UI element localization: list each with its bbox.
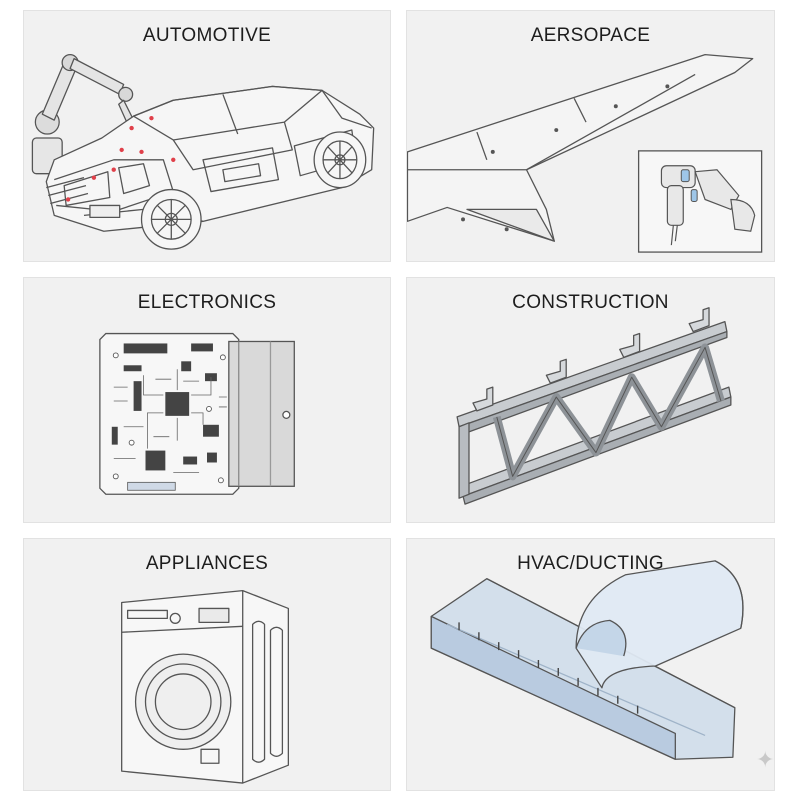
panel-title-electronics: ELECTRONICS	[137, 292, 277, 313]
panel-hvac: HVAC/DUCTING	[406, 538, 775, 791]
robot-arm-icon	[31, 54, 135, 175]
car-frame-icon	[31, 54, 375, 250]
circuit-board-icon	[99, 332, 295, 495]
panel-title-hvac: HVAC/DUCTING	[517, 553, 664, 574]
panel-construction: CONSTRUCTION	[406, 277, 775, 523]
panel-title-automotive: AUTOMOTIVE	[142, 25, 272, 46]
panel-aerospace: AERSOPACE	[406, 10, 775, 262]
panel-title-construction: CONSTRUCTION	[512, 292, 669, 313]
panel-title-aerospace: AERSOPACE	[530, 25, 651, 46]
panel-appliances: APPLIANCES	[23, 538, 391, 791]
panel-automotive: AUTOMOTIVE	[23, 10, 391, 262]
wing-icon	[407, 54, 763, 253]
panel-title-appliances: APPLIANCES	[145, 553, 269, 574]
sparkle-icon: ✦	[756, 748, 775, 773]
rivet-gun-icon	[637, 150, 763, 253]
panel-electronics: ELECTRONICS	[23, 277, 391, 523]
washing-machine-icon	[121, 589, 289, 784]
duct-icon	[430, 560, 744, 760]
truss-beam-icon	[456, 307, 732, 505]
